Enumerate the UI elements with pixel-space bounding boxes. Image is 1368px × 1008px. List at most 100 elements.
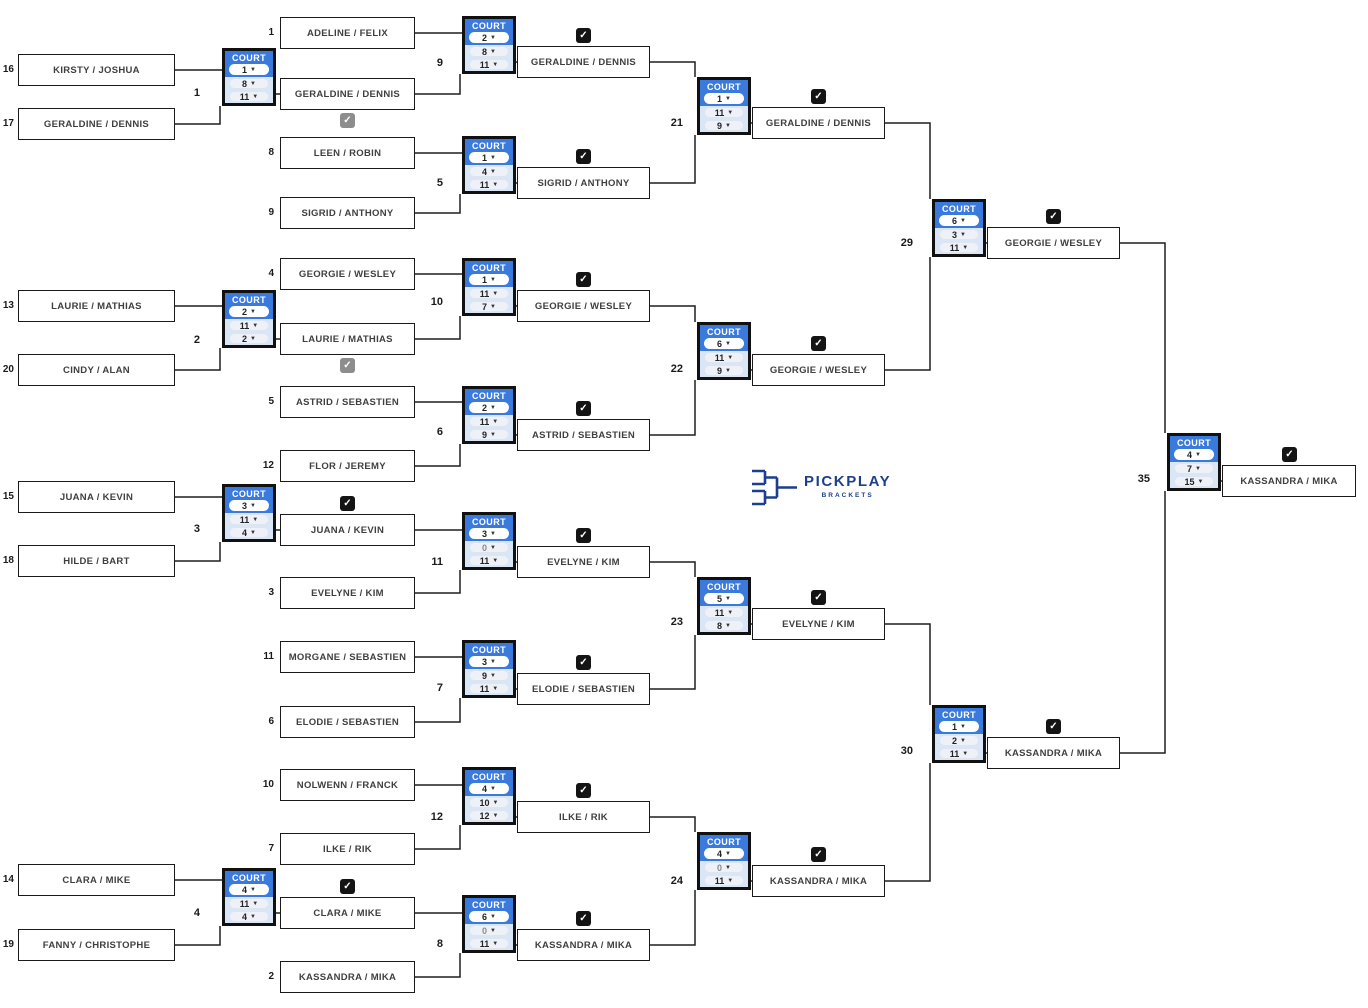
score-bottom-select[interactable]: 4▼ bbox=[229, 911, 269, 922]
court-scores: 11▼ 8▼ bbox=[700, 606, 748, 632]
score-bottom-select[interactable]: 11▼ bbox=[229, 91, 269, 102]
court-select[interactable]: 4▼ bbox=[229, 884, 269, 895]
winner-check-icon[interactable] bbox=[811, 89, 826, 104]
winner-check-icon[interactable] bbox=[340, 496, 355, 511]
score-bottom-select[interactable]: 2▼ bbox=[229, 333, 269, 344]
court-select[interactable]: 6▼ bbox=[704, 338, 744, 349]
score-bottom-select[interactable]: 11▼ bbox=[939, 242, 979, 253]
score-top-select[interactable]: 7▼ bbox=[1174, 463, 1214, 474]
winner-check-icon[interactable] bbox=[1282, 447, 1297, 462]
score-top-select[interactable]: 11▼ bbox=[229, 898, 269, 909]
winner-check-icon[interactable] bbox=[340, 879, 355, 894]
seed-label: 9 bbox=[268, 207, 274, 218]
score-top-select[interactable]: 11▼ bbox=[469, 416, 509, 427]
score-value: 8 bbox=[242, 78, 248, 89]
score-bottom-select[interactable]: 11▼ bbox=[469, 555, 509, 566]
court-box: COURT 1▼ 4▼ 11▼ bbox=[462, 136, 516, 194]
court-select[interactable]: 3▼ bbox=[229, 500, 269, 511]
score-top-select[interactable]: 11▼ bbox=[704, 607, 744, 618]
score-top-select[interactable]: 4▼ bbox=[469, 166, 509, 177]
team-name: NOLWENN / FRANCK bbox=[296, 779, 399, 791]
score-bottom-select[interactable]: 4▼ bbox=[229, 527, 269, 538]
score-top-select[interactable]: 8▼ bbox=[229, 78, 269, 89]
winner-check-icon[interactable] bbox=[340, 358, 355, 373]
score-top-select[interactable]: 10▼ bbox=[469, 797, 509, 808]
score-top-select[interactable]: 11▼ bbox=[704, 107, 744, 118]
court-number: 5 bbox=[717, 593, 723, 604]
score-value: 4 bbox=[242, 527, 248, 538]
court-box: COURT 2▼ 11▼ 2▼ bbox=[222, 290, 276, 348]
winner-check-icon[interactable] bbox=[811, 847, 826, 862]
court-box: COURT 2▼ 11▼ 9▼ bbox=[462, 386, 516, 444]
score-bottom-select[interactable]: 11▼ bbox=[469, 59, 509, 70]
score-bottom-select[interactable]: 11▼ bbox=[939, 748, 979, 759]
score-bottom-select[interactable]: 8▼ bbox=[704, 620, 744, 631]
court-select[interactable]: 5▼ bbox=[704, 593, 744, 604]
seed-label: 6 bbox=[268, 716, 274, 727]
score-bottom-select[interactable]: 11▼ bbox=[704, 875, 744, 886]
score-top-select[interactable]: 11▼ bbox=[704, 352, 744, 363]
court-number: 2 bbox=[482, 32, 488, 43]
score-bottom-select[interactable]: 9▼ bbox=[704, 120, 744, 131]
court-select[interactable]: 6▼ bbox=[469, 911, 509, 922]
court-select[interactable]: 6▼ bbox=[939, 215, 979, 226]
winner-check-icon[interactable] bbox=[340, 113, 355, 128]
court-label: COURT bbox=[472, 263, 506, 273]
score-top-select[interactable]: 11▼ bbox=[229, 514, 269, 525]
score-bottom-select[interactable]: 15▼ bbox=[1174, 476, 1214, 487]
court-select[interactable]: 2▼ bbox=[469, 402, 509, 413]
court-select[interactable]: 4▼ bbox=[469, 783, 509, 794]
seed-label: 13 bbox=[2, 300, 14, 311]
winner-check-icon[interactable] bbox=[576, 783, 591, 798]
winner-check-icon[interactable] bbox=[576, 272, 591, 287]
dropdown-arrow-icon: ▼ bbox=[250, 335, 256, 342]
score-value: 9 bbox=[717, 365, 723, 376]
court-select[interactable]: 1▼ bbox=[939, 721, 979, 732]
seed-label: 20 bbox=[2, 364, 14, 375]
winner-check-icon[interactable] bbox=[1046, 719, 1061, 734]
score-bottom-select[interactable]: 11▼ bbox=[469, 683, 509, 694]
winner-check-icon[interactable] bbox=[811, 336, 826, 351]
score-value: 2 bbox=[242, 333, 248, 344]
winner-check-icon[interactable] bbox=[576, 655, 591, 670]
court-select[interactable]: 2▼ bbox=[469, 32, 509, 43]
winner-check-icon[interactable] bbox=[576, 149, 591, 164]
court-select[interactable]: 1▼ bbox=[229, 64, 269, 75]
score-top-select[interactable]: 0▼ bbox=[469, 925, 509, 936]
court-select[interactable]: 4▼ bbox=[1174, 449, 1214, 460]
score-bottom-select[interactable]: 12▼ bbox=[469, 810, 509, 821]
winner-check-icon[interactable] bbox=[576, 401, 591, 416]
winner-check-icon[interactable] bbox=[576, 528, 591, 543]
score-bottom-select[interactable]: 9▼ bbox=[469, 429, 509, 440]
winner-check-icon[interactable] bbox=[576, 911, 591, 926]
score-top-select[interactable]: 8▼ bbox=[469, 46, 509, 57]
court-select[interactable]: 2▼ bbox=[229, 306, 269, 317]
seed-label: 17 bbox=[2, 118, 14, 129]
score-top-select[interactable]: 2▼ bbox=[939, 735, 979, 746]
score-bottom-select[interactable]: 7▼ bbox=[469, 301, 509, 312]
court-select[interactable]: 3▼ bbox=[469, 528, 509, 539]
court-select[interactable]: 1▼ bbox=[469, 152, 509, 163]
dropdown-arrow-icon: ▼ bbox=[250, 80, 256, 87]
score-top-select[interactable]: 11▼ bbox=[469, 288, 509, 299]
court-select[interactable]: 1▼ bbox=[704, 93, 744, 104]
court-select[interactable]: 3▼ bbox=[469, 656, 509, 667]
court-select[interactable]: 1▼ bbox=[469, 274, 509, 285]
score-bottom-select[interactable]: 9▼ bbox=[704, 365, 744, 376]
score-bottom-select[interactable]: 11▼ bbox=[469, 179, 509, 190]
court-label: COURT bbox=[1177, 438, 1211, 448]
score-top-select[interactable]: 0▼ bbox=[469, 542, 509, 553]
winner-check-icon[interactable] bbox=[1046, 209, 1061, 224]
score-top-select[interactable]: 11▼ bbox=[229, 320, 269, 331]
team-name: KIRSTY / JOSHUA bbox=[53, 64, 140, 76]
score-top-select[interactable]: 0▼ bbox=[704, 862, 744, 873]
winner-check-icon[interactable] bbox=[811, 590, 826, 605]
team-name: GEORGIE / WESLEY bbox=[298, 268, 397, 280]
score-top-select[interactable]: 3▼ bbox=[939, 229, 979, 240]
dropdown-arrow-icon: ▼ bbox=[250, 913, 256, 920]
score-top-select[interactable]: 9▼ bbox=[469, 670, 509, 681]
court-select[interactable]: 4▼ bbox=[704, 848, 744, 859]
winner-check-icon[interactable] bbox=[576, 28, 591, 43]
score-bottom-select[interactable]: 11▼ bbox=[469, 938, 509, 949]
dropdown-arrow-icon: ▼ bbox=[960, 737, 966, 744]
